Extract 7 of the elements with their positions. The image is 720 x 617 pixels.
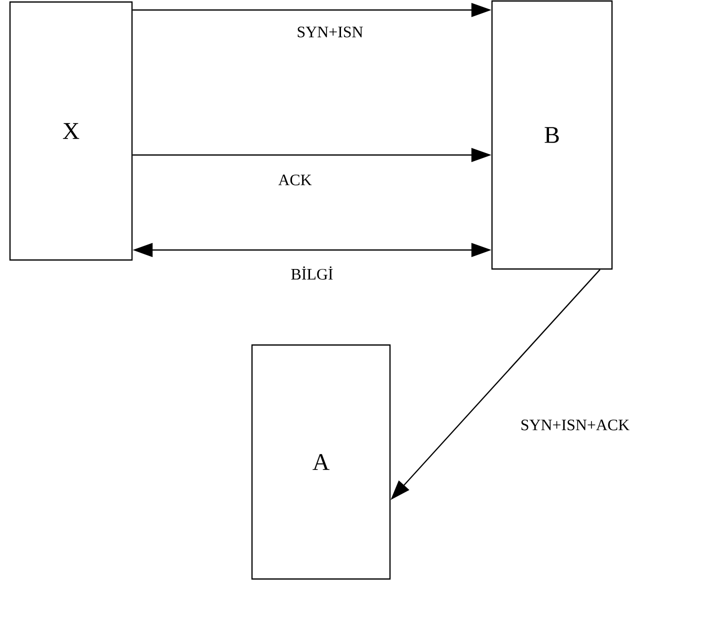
edge-label: ACK [277, 174, 313, 186]
edge-label: SYN+ISN+ACK [519, 418, 631, 432]
edge-label: BİLGİ [290, 265, 334, 281]
process-box: B [491, 0, 613, 270]
process-box: X [9, 1, 133, 261]
edge-label: SYN+ISN [296, 26, 364, 38]
process-box: A [251, 344, 391, 580]
